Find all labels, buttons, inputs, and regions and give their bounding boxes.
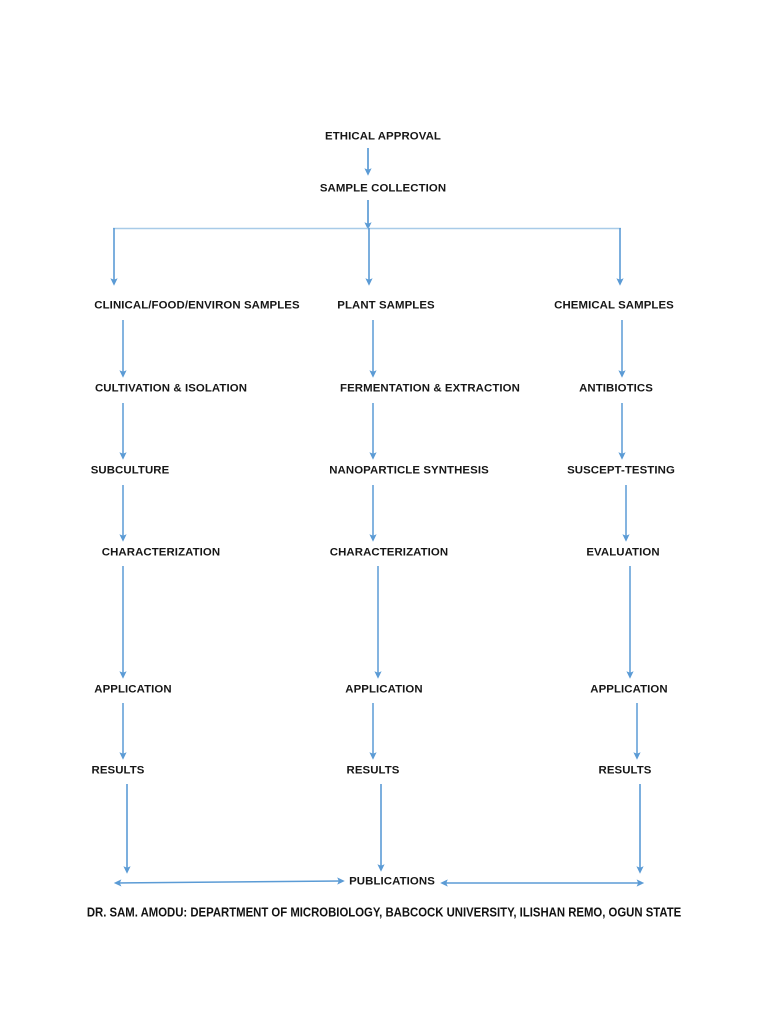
node-chemical-samples: CHEMICAL SAMPLES [554, 299, 674, 312]
node-subculture: SUBCULTURE [90, 464, 170, 477]
node-fermentation-extraction: FERMENTATION & EXTRACTION [340, 382, 520, 395]
node-application-clinical: APPLICATION [94, 683, 172, 696]
node-application-plant: APPLICATION [345, 683, 423, 696]
node-results-plant: RESULTS [346, 764, 400, 777]
node-sample-collection: SAMPLE COLLECTION [319, 182, 447, 195]
node-antibiotics: ANTIBIOTICS [579, 382, 653, 395]
footer-credit-text: DR. SAM. AMODU: DEPARTMENT OF MICROBIOLO… [86, 904, 682, 920]
node-results-clinical: RESULTS [91, 764, 145, 777]
node-publications: PUBLICATIONS [349, 875, 435, 888]
node-cultivation-isolation: CULTIVATION & ISOLATION [94, 382, 248, 395]
node-ethical-approval: ETHICAL APPROVAL [325, 130, 441, 143]
node-characterization-clinical: CHARACTERIZATION [101, 546, 221, 559]
node-nanoparticle-synthesis: NANOPARTICLE SYNTHESIS [329, 464, 489, 477]
footer-credit-line: DR. SAM. AMODU: DEPARTMENT OF MICROBIOLO… [38, 905, 729, 920]
node-characterization-plant: CHARACTERIZATION [329, 546, 449, 559]
node-clinical-samples: CLINICAL/FOOD/ENVIRON SAMPLES [94, 299, 300, 312]
node-plant-samples: PLANT SAMPLES [337, 299, 435, 312]
node-results-chemical: RESULTS [598, 764, 652, 777]
connector-left-to-publications [113, 877, 345, 887]
node-application-chemical: APPLICATION [590, 683, 668, 696]
node-suscept-testing: SUSCEPT-TESTING [567, 464, 675, 477]
node-evaluation: EVALUATION [586, 546, 660, 559]
